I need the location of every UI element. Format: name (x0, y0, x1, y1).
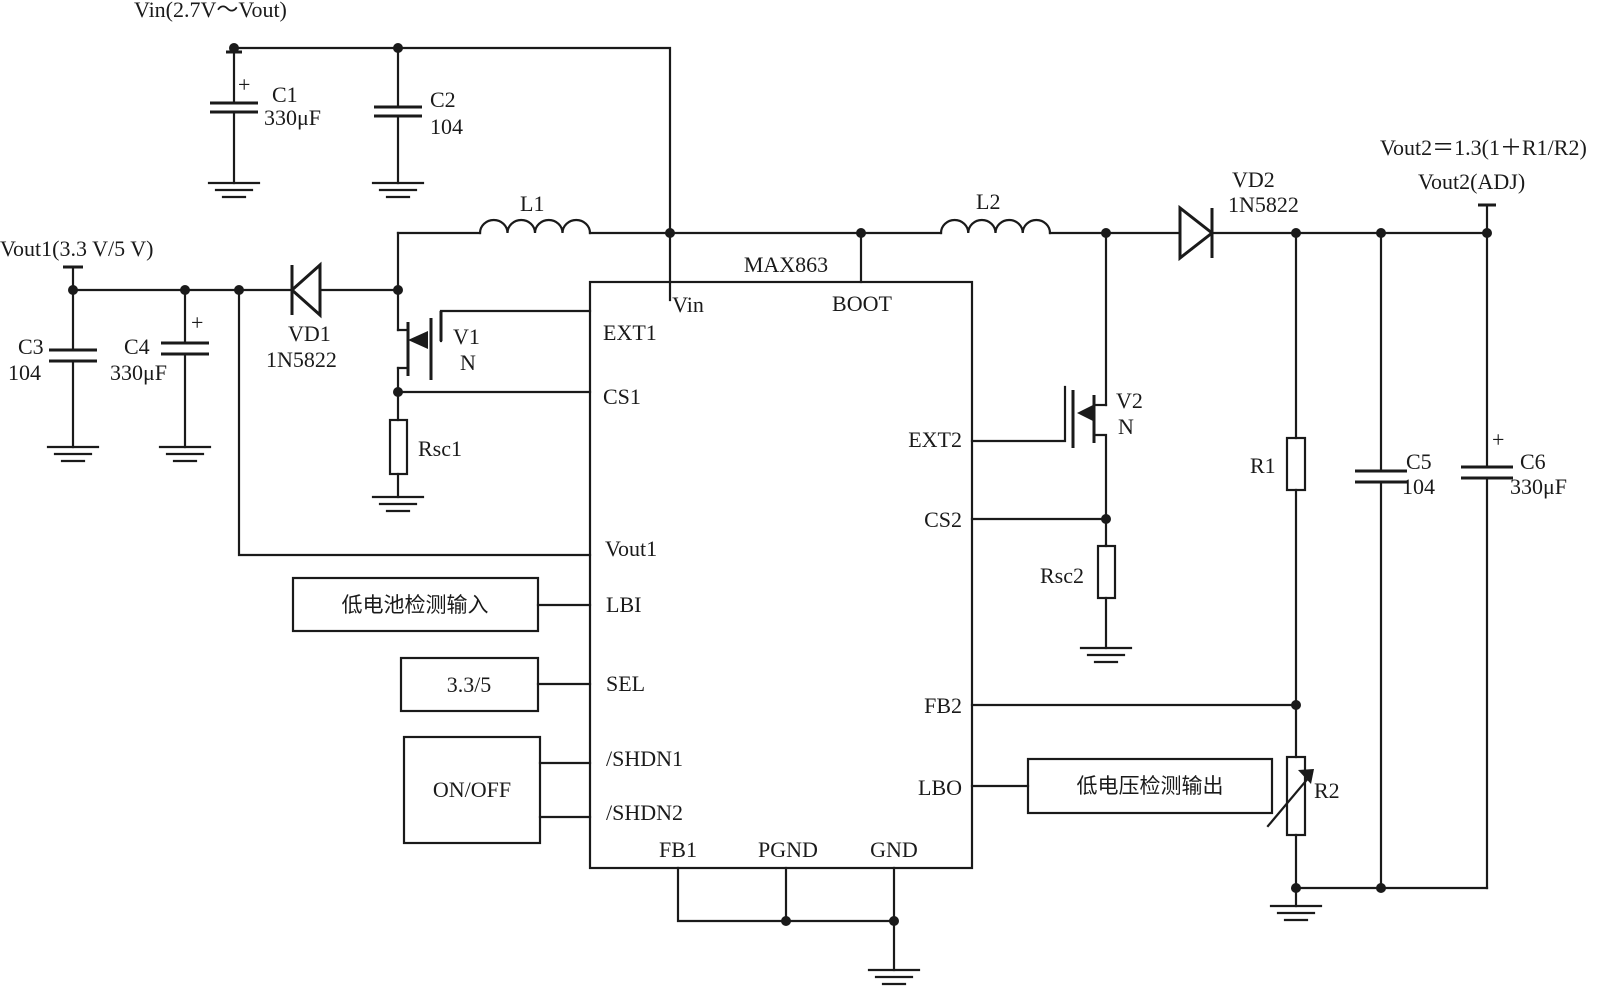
pin-lbo: LBO (918, 775, 962, 800)
ground-icon (158, 445, 212, 463)
pin-pgnd: PGND (758, 837, 818, 862)
lbi-input-box: 低电池检测输入 (291, 576, 540, 633)
l1-name: L1 (520, 191, 544, 216)
lbi-box-label: 低电池检测输入 (342, 593, 489, 617)
net-labels: Vin(2.7V～Vout) Vout1(3.3 V/5 V) Vout2＝1.… (0, 0, 1587, 261)
ground-icon (371, 181, 425, 199)
pin-fb2: FB2 (924, 693, 962, 718)
capacitor-c2 (374, 105, 422, 118)
c2-name: C2 (430, 87, 456, 112)
ground-symbols (46, 181, 1323, 986)
pin-vin: Vin (672, 292, 704, 317)
capacitor-c6 (1461, 465, 1513, 480)
ic-max863 (588, 280, 974, 870)
c1-value: 330μF (264, 105, 321, 130)
vout2-formula-label: Vout2＝1.3(1＋R1/R2) (1380, 135, 1587, 160)
wires (71, 46, 1489, 972)
onoff-box: ON/OFF (402, 735, 542, 845)
resistor-r1 (1285, 436, 1307, 492)
ground-icon (867, 968, 921, 986)
rsc1-name: Rsc1 (418, 436, 462, 461)
lbo-output-box: 低电压检测输出 (1026, 757, 1274, 815)
lbo-box-label: 低电压检测输出 (1077, 774, 1224, 798)
pin-sel: SEL (606, 671, 645, 696)
ground-icon (1269, 904, 1323, 922)
v2-type: N (1118, 414, 1134, 439)
c6-name: C6 (1520, 449, 1546, 474)
c5-value: 104 (1402, 474, 1435, 499)
inductor-l2 (939, 218, 1052, 235)
vd2-name: VD2 (1232, 167, 1275, 192)
component-labels: + C1 330μF C2 104 C3 104 + C4 330μF L1 L… (8, 72, 1567, 803)
resistor-r2 (1266, 755, 1314, 837)
mosfet-v2 (1071, 390, 1096, 448)
inductor-l1 (478, 218, 592, 235)
vd2-value: 1N5822 (1228, 192, 1299, 217)
l2-name: L2 (976, 189, 1000, 214)
v2-name: V2 (1116, 388, 1143, 413)
junction-dots (68, 43, 1492, 926)
c4-value: 330μF (110, 360, 167, 385)
plus-sign: + (1492, 427, 1504, 452)
v1-name: V1 (453, 324, 480, 349)
pin-fb1: FB1 (659, 837, 697, 862)
pin-boot: BOOT (832, 291, 892, 316)
ground-icon (207, 181, 261, 199)
pin-ext2: EXT2 (908, 427, 962, 452)
ic-name: MAX863 (744, 252, 828, 277)
pin-lbi: LBI (606, 592, 641, 617)
vin-label: Vin(2.7V～Vout) (134, 0, 287, 22)
r2-name: R2 (1314, 778, 1340, 803)
c6-value: 330μF (1510, 474, 1567, 499)
c3-value: 104 (8, 360, 41, 385)
pin-shdn2: /SHDN2 (606, 800, 683, 825)
pin-ext1: EXT1 (603, 320, 657, 345)
capacitor-c3 (49, 348, 97, 363)
c2-value: 104 (430, 114, 463, 139)
resistor-rsc2 (1096, 544, 1117, 600)
vd1-value: 1N5822 (266, 347, 337, 372)
terminals (63, 50, 1496, 269)
c1-name: C1 (272, 82, 298, 107)
sel-box-label: 3.3/5 (447, 672, 492, 697)
vout1-label: Vout1(3.3 V/5 V) (0, 236, 153, 261)
rsc2-name: Rsc2 (1040, 563, 1084, 588)
capacitor-c5 (1355, 469, 1407, 484)
vout2-label: Vout2(ADJ) (1418, 169, 1525, 194)
sel-box: 3.3/5 (399, 656, 540, 713)
r1-name: R1 (1250, 453, 1276, 478)
c5-name: C5 (1406, 449, 1432, 474)
ground-icon (1079, 646, 1133, 664)
v1-type: N (460, 350, 476, 375)
ground-icon (46, 445, 100, 463)
pin-shdn1: /SHDN1 (606, 746, 683, 771)
diode-vd1 (289, 261, 322, 319)
ground-icon (371, 495, 425, 513)
resistor-rsc1 (388, 418, 409, 476)
pin-cs2: CS2 (924, 507, 962, 532)
plus-sign: + (238, 72, 250, 97)
pin-gnd: GND (870, 837, 918, 862)
pin-cs1: CS1 (603, 384, 641, 409)
onoff-box-label: ON/OFF (433, 777, 511, 802)
c3-name: C3 (18, 334, 44, 359)
capacitor-c1 (210, 101, 258, 114)
mosfet-v1 (406, 311, 443, 380)
pin-vout1: Vout1 (605, 536, 657, 561)
c4-name: C4 (124, 334, 150, 359)
ic-pin-labels: MAX863 Vin BOOT EXT1 CS1 Vout1 LBI SEL /… (603, 252, 962, 862)
plus-sign: + (191, 310, 203, 335)
vd1-name: VD1 (288, 321, 331, 346)
diode-vd2 (1178, 204, 1215, 262)
capacitor-c4 (161, 341, 209, 356)
